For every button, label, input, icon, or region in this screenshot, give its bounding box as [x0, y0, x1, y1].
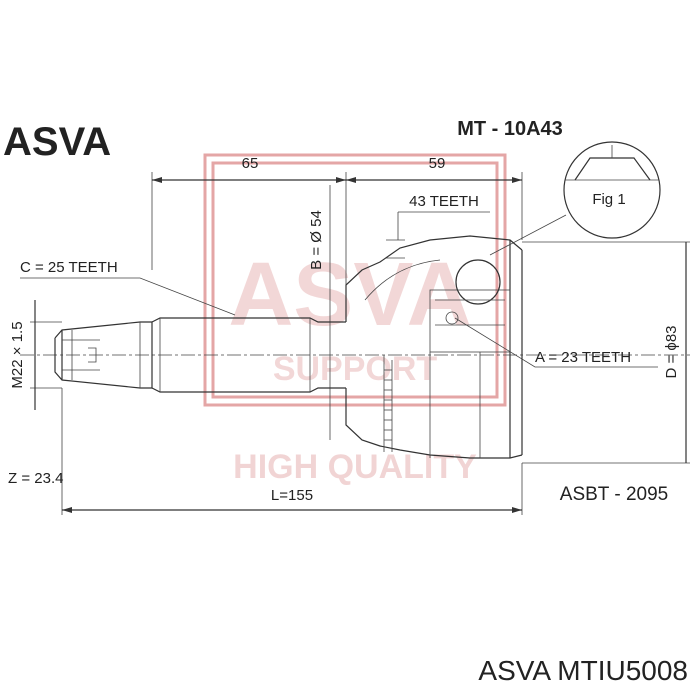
- teeth-a-leader: [454, 317, 658, 368]
- length-right-label: 59: [429, 155, 446, 172]
- diameter-d-label: D = ϕ83: [663, 325, 680, 378]
- part-code: MT - 10A43: [457, 118, 563, 140]
- fig1-label: Fig 1: [592, 191, 625, 208]
- watermark: ASVA SUPPORT HIGH QUALITY: [203, 153, 507, 486]
- total-length-arrow-left: [62, 507, 72, 513]
- diameter-b-label: B = Ø 54: [308, 210, 325, 270]
- thread-label: M22 × 1.5: [9, 321, 26, 388]
- ref-code: ASBT - 2095: [560, 484, 668, 505]
- teeth-c-leader: [20, 277, 236, 316]
- teeth-a-label: A = 23 TEETH: [535, 349, 631, 366]
- teeth-outer-leader: [386, 211, 490, 259]
- watermark-sub: SUPPORT: [273, 350, 438, 388]
- fig1-callout: [563, 141, 661, 239]
- total-length-arrow-right: [512, 507, 522, 513]
- z-value-label: Z = 23.4: [8, 470, 63, 487]
- product-code: ASVA MTIU5008: [478, 655, 688, 686]
- joint-housing: [345, 235, 523, 459]
- watermark-tagline: HIGH QUALITY: [233, 448, 477, 486]
- total-length-label: L=155: [271, 487, 313, 504]
- watermark-brand: ASVA: [228, 245, 471, 345]
- fig1-leader: [489, 214, 567, 256]
- length-left-label: 65: [242, 155, 259, 172]
- dimension-lines-top: [151, 172, 523, 290]
- teeth-c-label: C = 25 TEETH: [20, 259, 118, 276]
- brand-logo: ASVA: [3, 120, 111, 164]
- shaft-body: [54, 317, 346, 393]
- teeth-outer-label: 43 TEETH: [409, 193, 479, 210]
